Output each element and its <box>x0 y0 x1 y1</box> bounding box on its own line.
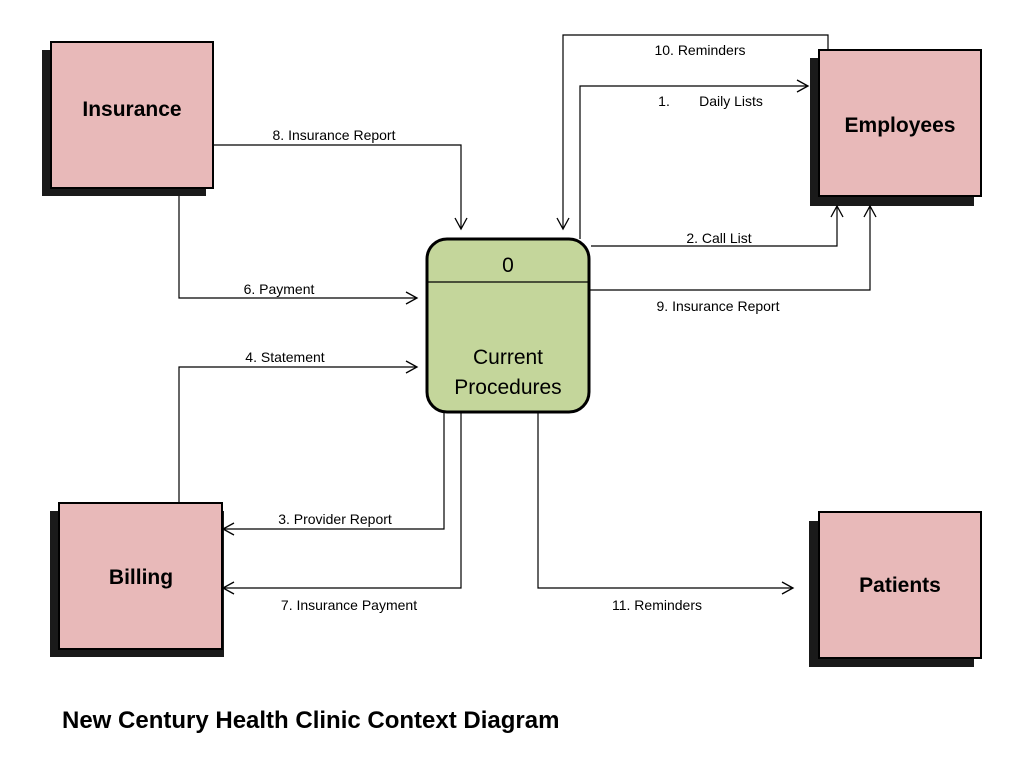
entity-billing-label: Billing <box>109 566 173 589</box>
flow-statement-4: 4. Statement <box>178 349 419 503</box>
flow-4-label: 4. Statement <box>245 349 324 365</box>
flow-6-label: 6. Payment <box>244 281 315 297</box>
flow-insurance-report-9: 9. Insurance Report <box>589 204 877 314</box>
flow-8-label: 8. Insurance Report <box>273 127 396 143</box>
flow-1-arrowhead <box>796 79 810 93</box>
flow-11-line <box>537 412 792 589</box>
flow-3-label: 3. Provider Report <box>278 511 392 527</box>
process-current-procedures: 0 Current Procedures <box>425 237 591 414</box>
flow-1-label: Daily Lists <box>699 93 763 109</box>
flow-11-arrowhead <box>781 581 795 595</box>
flow-reminders-10: 10. Reminders <box>556 34 829 231</box>
flow-9-arrowhead <box>863 204 877 218</box>
flow-2-label: 2. Call List <box>686 230 751 246</box>
entity-patients: Patients <box>809 511 982 667</box>
process-name-line1: Current <box>473 346 543 369</box>
entity-insurance-box <box>50 41 214 189</box>
context-diagram: Insurance Employees Billing Patients 0 C… <box>42 34 982 667</box>
entity-insurance: Insurance <box>42 41 214 196</box>
process-number: 0 <box>502 254 514 277</box>
entity-billing: Billing <box>50 502 224 657</box>
flow-call-list-2: 2. Call List <box>591 204 844 247</box>
flow-1-number: 1. <box>658 93 670 109</box>
flow-8-arrowhead <box>454 217 468 231</box>
flow-10-arrowhead <box>556 217 570 231</box>
flow-3-line <box>224 412 445 530</box>
flow-8-line <box>213 144 462 228</box>
entity-employees: Employees <box>810 49 982 206</box>
flow-9-label: 9. Insurance Report <box>657 298 780 314</box>
flow-reminders-11: 11. Reminders <box>537 412 795 613</box>
flow-3-arrowhead <box>221 522 235 536</box>
entity-patients-box <box>818 511 982 659</box>
process-name-line2: Procedures <box>454 376 561 399</box>
flow-6-line <box>178 196 416 299</box>
flow-6-arrowhead <box>405 291 419 305</box>
entity-employees-label: Employees <box>845 114 956 137</box>
flow-7-line <box>224 412 462 589</box>
flow-11-label: 11. Reminders <box>612 597 702 613</box>
flow-10-label: 10. Reminders <box>654 42 745 58</box>
entity-employees-box <box>818 49 982 197</box>
flow-2-arrowhead <box>830 204 844 218</box>
entity-insurance-label: Insurance <box>82 98 181 121</box>
flow-1-line <box>579 85 807 239</box>
flow-2-line <box>591 207 838 247</box>
flow-9-line <box>589 207 871 291</box>
flow-insurance-payment-7: 7. Insurance Payment <box>221 412 462 613</box>
page-title: New Century Health Clinic Context Diagra… <box>62 707 560 734</box>
flow-daily-lists-1: 1. Daily Lists <box>579 79 810 239</box>
flow-payment-6: 6. Payment <box>178 196 419 305</box>
flow-10-line <box>562 34 829 228</box>
flow-4-line <box>178 366 416 503</box>
flow-insurance-report-8: 8. Insurance Report <box>213 127 468 231</box>
flow-7-arrowhead <box>221 581 235 595</box>
flow-4-arrowhead <box>405 360 419 374</box>
flow-provider-report-3: 3. Provider Report <box>221 412 445 536</box>
entity-patients-label: Patients <box>859 574 941 597</box>
entity-billing-box <box>58 502 223 650</box>
flow-7-label: 7. Insurance Payment <box>281 597 417 613</box>
